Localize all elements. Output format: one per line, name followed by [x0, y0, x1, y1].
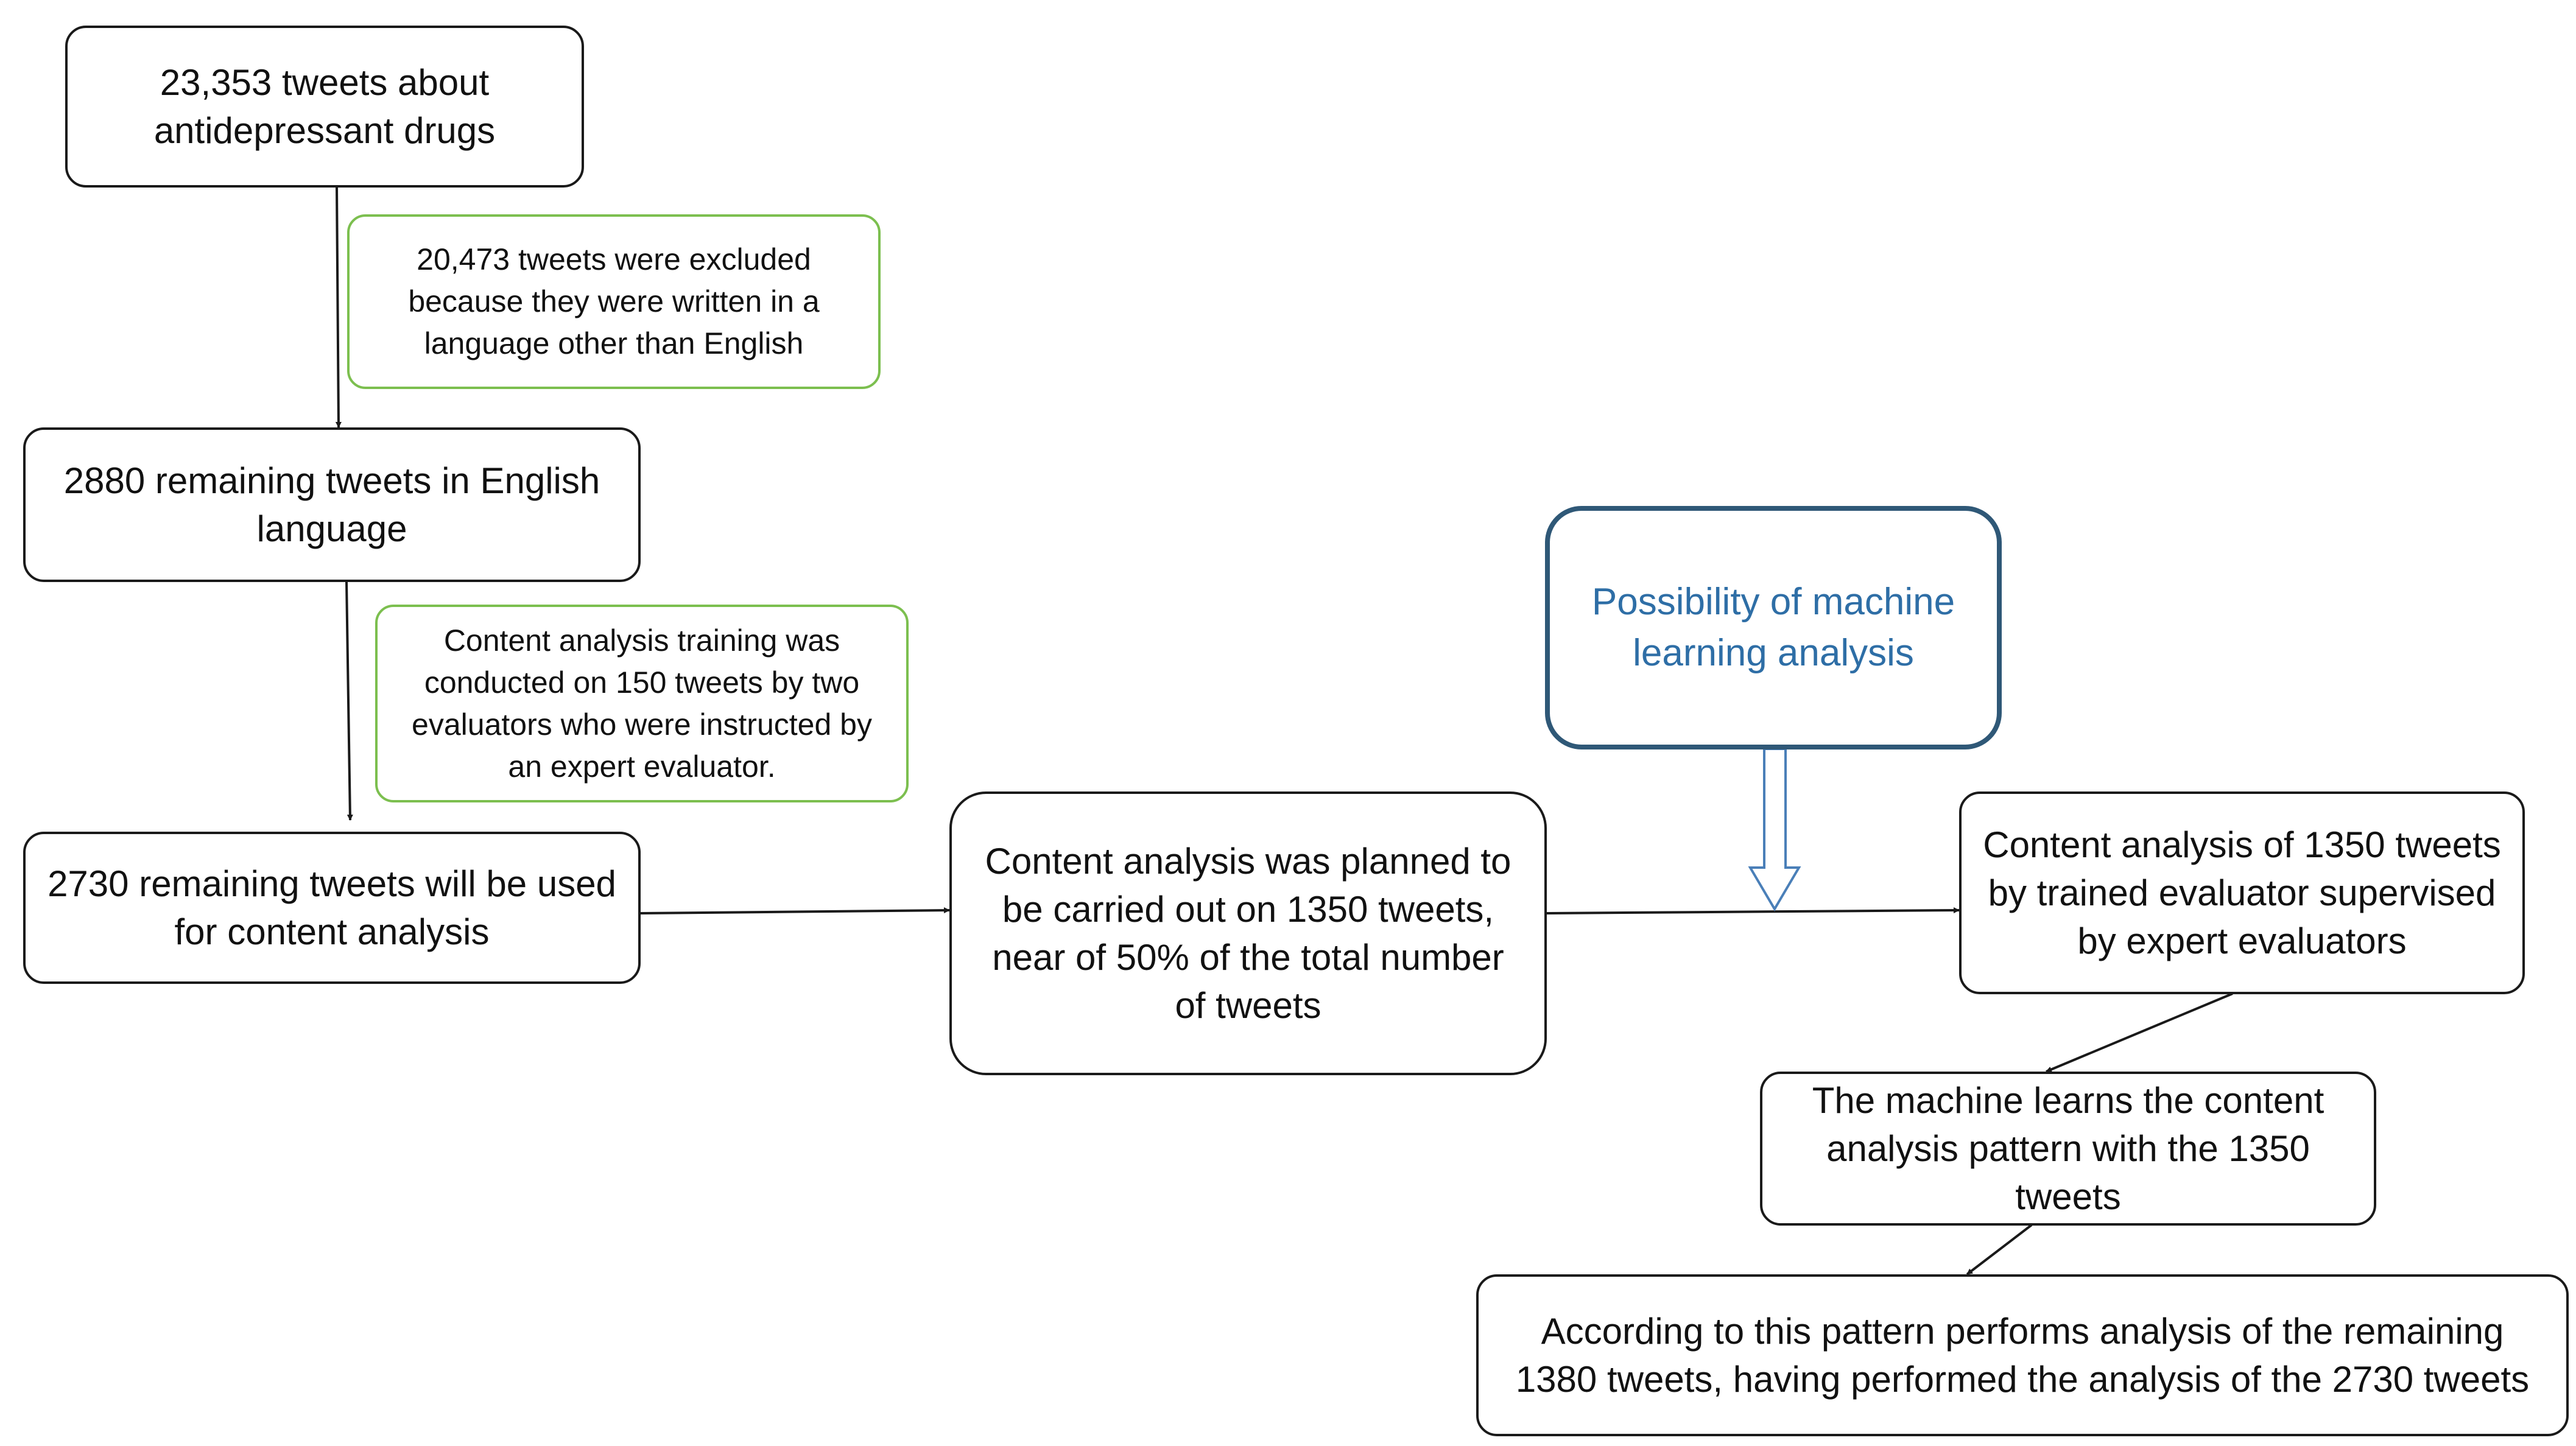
node-machine-learns: The machine learns the content analysis … [1760, 1072, 2376, 1226]
node-planned-analysis: Content analysis was planned to be carri… [949, 791, 1547, 1075]
arrow-evaluator-to-machine [2046, 992, 2233, 1073]
node-remaining-tweets: 2730 remaining tweets will be used for c… [23, 832, 641, 984]
note-excluded-tweets: 20,473 tweets were excluded because they… [347, 214, 881, 389]
arrow-english-to-remaining [345, 581, 353, 821]
node-machine-learning-possibility: Possibility of machine learning analysis [1545, 506, 2002, 749]
node-final-analysis: According to this pattern performs analy… [1476, 1274, 2569, 1436]
arrow-start-to-english [335, 186, 342, 428]
node-evaluator-analysis: Content analysis of 1350 tweets by train… [1959, 791, 2525, 994]
node-english-tweets: 2880 remaining tweets in English languag… [23, 427, 641, 582]
note-training: Content analysis training was conducted … [375, 605, 909, 802]
node-start-tweets: 23,353 tweets about antidepressant drugs [65, 26, 584, 188]
arrow-remaining-to-planned [639, 907, 950, 914]
arrow-machine-to-final [1966, 1224, 2033, 1276]
hollow-down-arrow-icon [1748, 748, 1801, 911]
arrow-planned-to-evaluator [1546, 907, 1960, 914]
